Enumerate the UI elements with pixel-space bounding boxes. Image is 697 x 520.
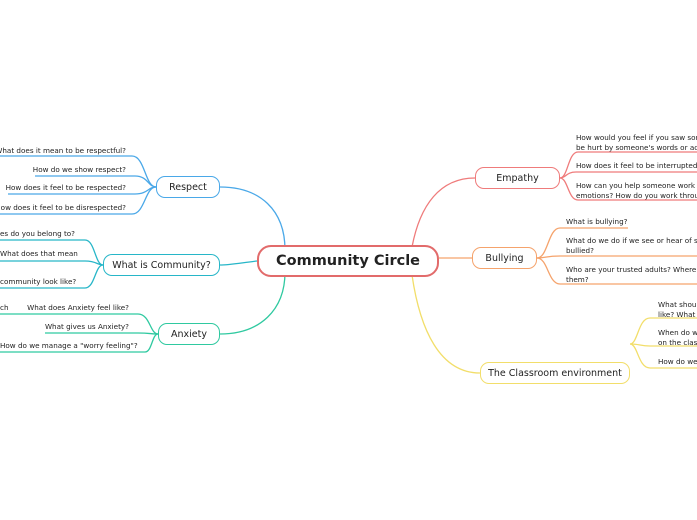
classroom-item-1-line-2: like? What s [658, 309, 697, 319]
classroom-sub-links [629, 317, 697, 369]
empathy-item-3-line-1: How can you help someone work th [576, 181, 697, 190]
community-item-2[interactable]: What does that mean [0, 249, 78, 258]
anxiety-item-3[interactable]: How do we manage a "worry feeling"? [0, 341, 138, 350]
community-item-3[interactable]: community look like? [0, 277, 77, 286]
topic-classroom-environment[interactable]: The Classroom environment [480, 362, 630, 384]
bullying-sub-links [536, 227, 697, 285]
bullying-item-3-line-2: them? [566, 274, 589, 284]
respect-item-4[interactable]: How does it feel to be disrespected? [0, 203, 126, 212]
classroom-item-2-line-2: on the class [658, 337, 697, 347]
classroom-item-1-line-1: What shoul [658, 300, 697, 309]
topic-what-is-community[interactable]: What is Community? [103, 254, 220, 276]
bullying-item-2[interactable]: What do we do if we see or hear of so bu… [566, 236, 697, 255]
topic-bullying[interactable]: Bullying [472, 247, 537, 269]
empathy-item-3-line-2: emotions? How do you work through [576, 190, 697, 200]
classroom-item-2-line-1: When do w [658, 328, 697, 337]
anxiety-sub-links [0, 313, 159, 353]
respect-item-3[interactable]: How does it feel to be respected? [5, 183, 126, 192]
classroom-item-2[interactable]: When do w on the class [658, 328, 697, 347]
link-empathy [411, 177, 476, 248]
classroom-item-1[interactable]: What shoul like? What s [658, 300, 697, 319]
bullying-item-3-line-1: Who are your trusted adults? Where c [566, 265, 697, 274]
community-item-1[interactable]: es do you belong to? [0, 229, 75, 238]
respect-item-1[interactable]: What does it mean to be respectful? [0, 146, 126, 155]
central-topic[interactable]: Community Circle [257, 245, 439, 277]
empathy-sub-links [559, 151, 697, 201]
topic-empathy[interactable]: Empathy [475, 167, 560, 189]
topic-respect[interactable]: Respect [156, 176, 220, 198]
anxiety-item-1[interactable]: What does Anxiety feel like? [27, 303, 129, 312]
link-classroom [411, 274, 481, 374]
respect-sub-links [0, 155, 157, 215]
topic-anxiety[interactable]: Anxiety [158, 323, 220, 345]
empathy-item-1-line-2: be hurt by someone's words or actio [576, 142, 697, 152]
bullying-item-2-line-1: What do we do if we see or hear of so [566, 236, 697, 245]
link-anxiety [219, 271, 286, 335]
bullying-item-3[interactable]: Who are your trusted adults? Where c the… [566, 265, 697, 284]
anxiety-fragment[interactable]: ch [0, 303, 9, 312]
empathy-item-1-line-1: How would you feel if you saw some [576, 133, 697, 142]
community-sub-links [0, 239, 104, 289]
link-community [219, 260, 258, 266]
empathy-item-2[interactable]: How does it feel to be interrupted? [576, 161, 697, 170]
link-respect [219, 186, 286, 251]
bullying-item-2-line-2: bullied? [566, 245, 594, 255]
bullying-item-1[interactable]: What is bullying? [566, 217, 628, 226]
respect-item-2[interactable]: How do we show respect? [32, 165, 126, 174]
anxiety-item-2[interactable]: What gives us Anxiety? [44, 322, 129, 331]
empathy-item-3[interactable]: How can you help someone work th emotion… [576, 181, 697, 200]
classroom-item-3[interactable]: How do we [658, 357, 697, 366]
empathy-item-1[interactable]: How would you feel if you saw some be hu… [576, 133, 697, 152]
